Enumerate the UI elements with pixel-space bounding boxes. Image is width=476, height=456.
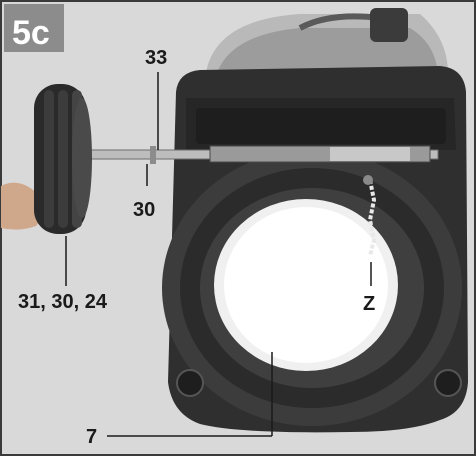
hand — [1, 182, 44, 230]
bottom-ring — [162, 150, 462, 426]
foot-left — [176, 369, 204, 397]
figure-badge — [4, 4, 64, 52]
chain — [367, 179, 377, 257]
callout-30: 30 — [133, 199, 155, 221]
foot-right — [434, 369, 462, 397]
wheel — [34, 84, 92, 234]
callout-31-30-24: 31, 30, 24 — [18, 291, 108, 313]
axle — [87, 145, 439, 164]
figure-badge-label: 5c — [12, 14, 50, 52]
drum-top — [205, 8, 449, 80]
callout-z: Z — [363, 293, 375, 315]
leader-lines — [65, 72, 372, 437]
callout-7: 7 — [86, 426, 97, 448]
callout-33: 33 — [145, 47, 167, 69]
